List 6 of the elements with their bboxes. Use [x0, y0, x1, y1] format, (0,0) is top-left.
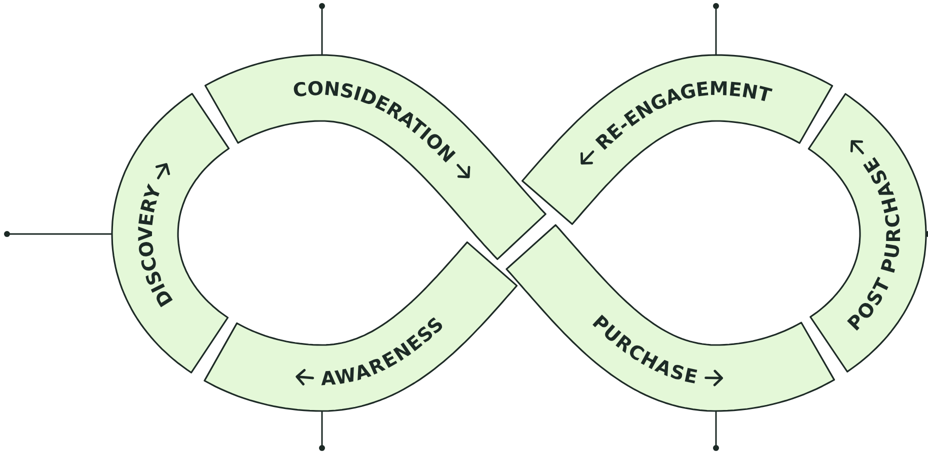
leader-line [319, 411, 325, 451]
leader-line [4, 231, 112, 237]
leader-line [713, 411, 719, 451]
leader-line [713, 3, 719, 55]
leader-line [925, 231, 928, 237]
leader-line [319, 3, 325, 55]
